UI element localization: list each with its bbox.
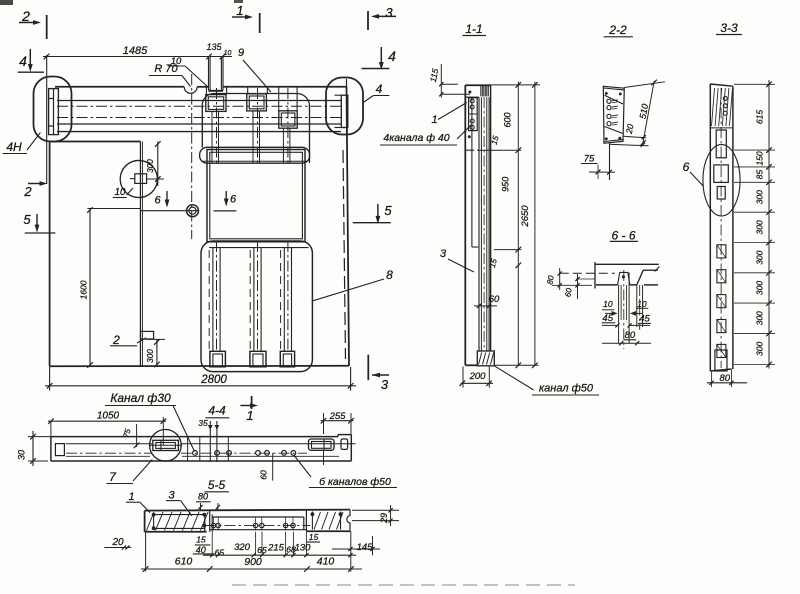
svg-text:15: 15 [488,257,499,268]
svg-text:3: 3 [440,248,447,260]
svg-text:115: 115 [428,67,441,83]
svg-text:300: 300 [755,281,765,295]
svg-text:300: 300 [755,311,765,325]
svg-text:1600: 1600 [79,280,89,299]
svg-text:80: 80 [198,492,208,502]
svg-text:65: 65 [257,545,267,555]
svg-text:29: 29 [379,513,389,524]
svg-text:3-3: 3-3 [720,21,738,35]
svg-text:68: 68 [286,544,296,554]
svg-text:255: 255 [329,411,347,422]
svg-text:2: 2 [21,8,30,24]
svg-text:2: 2 [23,184,32,199]
svg-text:5-5: 5-5 [208,478,226,492]
svg-text:3: 3 [168,490,175,502]
svg-text:4: 4 [376,82,383,96]
svg-text:615: 615 [755,110,765,124]
svg-text:300: 300 [146,159,155,173]
svg-text:85: 85 [755,170,765,180]
svg-text:60: 60 [259,470,269,480]
svg-text:R 70: R 70 [154,63,178,75]
svg-text:7: 7 [109,470,117,484]
svg-text:6 - 6: 6 - 6 [611,229,635,243]
svg-text:30: 30 [17,450,27,460]
svg-text:1485: 1485 [123,45,148,57]
svg-text:45: 45 [639,314,650,325]
svg-text:10: 10 [637,299,647,309]
svg-text:15: 15 [490,134,501,145]
svg-text:80: 80 [625,330,636,341]
svg-text:65: 65 [215,548,225,558]
svg-text:610: 610 [175,556,193,568]
svg-text:150: 150 [755,151,765,165]
svg-text:320: 320 [234,542,251,553]
svg-text:60: 60 [563,287,574,298]
svg-text:10: 10 [224,50,232,57]
svg-text:300: 300 [755,250,765,264]
svg-text:9: 9 [238,47,244,59]
svg-text:15: 15 [196,535,206,545]
svg-text:4: 4 [388,48,396,64]
svg-text:10: 10 [114,187,126,198]
svg-text:15: 15 [309,532,319,542]
svg-text:канал ф50: канал ф50 [539,383,594,395]
svg-text:10: 10 [603,299,613,309]
svg-text:5: 5 [384,203,392,218]
svg-text:20: 20 [624,123,636,135]
svg-text:3: 3 [381,377,389,392]
svg-text:135: 135 [206,42,222,52]
svg-text:5: 5 [23,212,31,227]
svg-text:1-1: 1-1 [465,22,482,36]
svg-text:300: 300 [146,349,155,363]
svg-text:145: 145 [357,542,374,553]
svg-text:4-4: 4-4 [208,404,226,418]
svg-text:6: 6 [683,160,690,174]
svg-text:1: 1 [246,408,253,423]
svg-text:80: 80 [720,373,731,384]
svg-text:4H: 4H [6,140,22,154]
svg-text:1: 1 [128,491,134,503]
svg-text:1050: 1050 [97,411,120,422]
svg-text:130: 130 [295,543,312,554]
svg-text:3: 3 [385,5,393,20]
svg-text:215: 215 [267,543,285,554]
svg-text:6: 6 [230,194,237,206]
svg-text:2650: 2650 [520,205,531,228]
svg-text:60: 60 [489,294,500,305]
svg-text:80: 80 [545,274,556,285]
svg-text:200: 200 [469,371,487,382]
svg-text:8: 8 [386,268,393,282]
svg-text:б каналов ф50: б каналов ф50 [319,476,391,488]
svg-text:300: 300 [755,342,765,356]
svg-text:75: 75 [584,154,595,165]
svg-text:Канал ф30: Канал ф30 [110,391,171,405]
svg-text:40: 40 [196,545,206,555]
svg-text:950: 950 [500,177,510,192]
svg-text:75: 75 [122,427,133,438]
svg-text:35: 35 [198,418,208,428]
svg-text:2: 2 [112,333,120,347]
svg-text:410: 410 [317,555,335,567]
svg-text:2-2: 2-2 [608,23,627,37]
svg-text:20: 20 [111,537,124,548]
svg-text:600: 600 [503,112,513,127]
svg-text:45: 45 [602,313,613,324]
svg-text:4канала ф 40: 4канала ф 40 [383,132,449,144]
svg-text:900: 900 [244,556,262,568]
svg-text:300: 300 [755,220,765,234]
svg-text:6: 6 [154,195,161,207]
svg-text:1: 1 [431,114,437,126]
svg-text:1: 1 [236,3,243,18]
svg-text:300: 300 [755,190,765,204]
svg-text:2800: 2800 [200,374,227,386]
svg-text:510: 510 [638,103,650,120]
svg-text:10: 10 [171,56,182,67]
svg-text:4: 4 [19,53,27,69]
